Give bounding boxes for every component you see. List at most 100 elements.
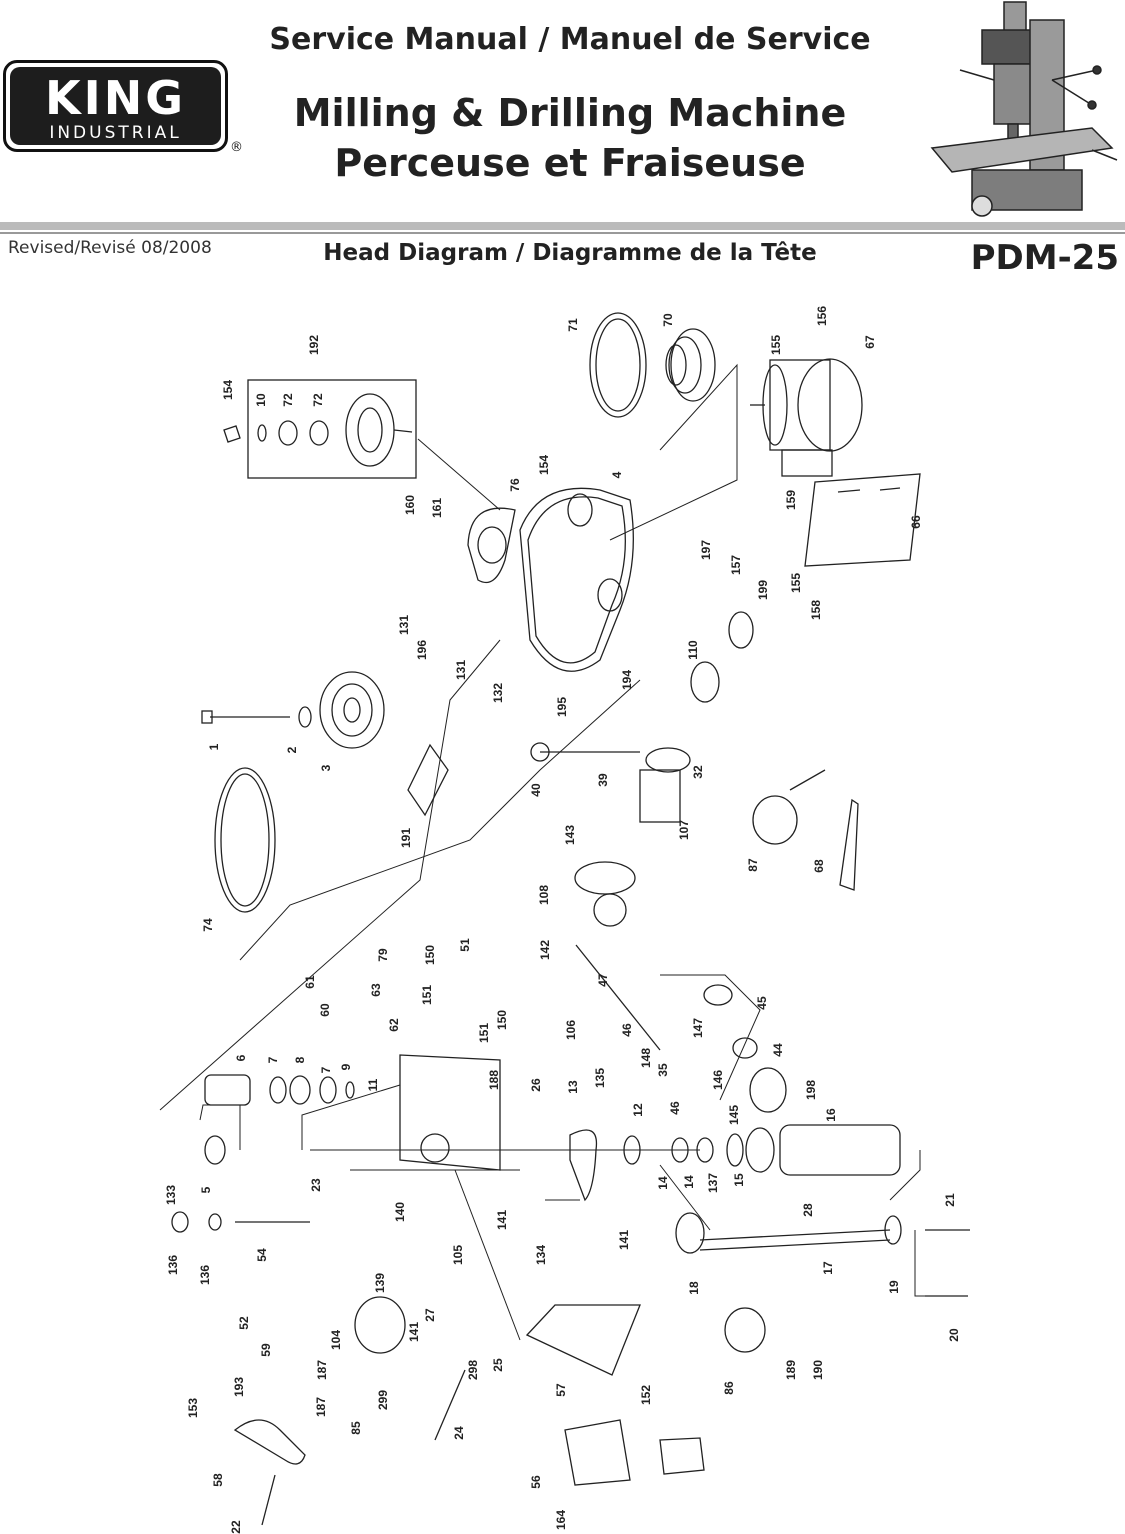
part-label: 154 — [221, 380, 235, 400]
part-label: 58 — [211, 1473, 225, 1487]
part-label: 74 — [201, 918, 215, 932]
part-label: 187 — [315, 1360, 329, 1380]
part-label: 198 — [804, 1080, 818, 1100]
part-label: 16 — [824, 1108, 838, 1122]
part-label: 68 — [812, 859, 826, 873]
king-industrial-logo: KING INDUSTRIAL — [3, 60, 228, 152]
part-label: 131 — [454, 660, 468, 680]
part-label: 21 — [943, 1193, 957, 1207]
part-label: 147 — [691, 1018, 705, 1038]
part-label: 1 — [207, 743, 221, 750]
part-label: 20 — [947, 1328, 961, 1342]
part-label: 155 — [789, 573, 803, 593]
part-label: 25 — [491, 1358, 505, 1372]
part-label: 136 — [198, 1265, 212, 1285]
part-label: 136 — [166, 1255, 180, 1275]
part-label: 7 — [266, 1056, 280, 1063]
part-label: 133 — [164, 1185, 178, 1205]
part-label: 141 — [407, 1322, 421, 1342]
part-label: 150 — [495, 1010, 509, 1030]
head-exploded-diagram: 1541072721927170156155677615441601611591… — [159, 306, 970, 1534]
part-label: 79 — [376, 948, 390, 962]
part-label: 46 — [668, 1101, 682, 1115]
part-label: 190 — [811, 1360, 825, 1380]
part-label: 27 — [423, 1308, 437, 1322]
part-label: 22 — [229, 1520, 243, 1534]
part-label: 108 — [537, 885, 551, 905]
part-label: 137 — [706, 1173, 720, 1193]
part-label: 132 — [491, 683, 505, 703]
title-line-1: Milling & Drilling Machine — [293, 91, 847, 135]
part-label: 150 — [423, 945, 437, 965]
part-label: 85 — [349, 1421, 363, 1435]
part-label: 192 — [307, 335, 321, 355]
title-line-2: Perceuse et Fraiseuse — [334, 141, 806, 185]
logo-plate: KING INDUSTRIAL — [10, 67, 221, 145]
part-label: 45 — [755, 996, 769, 1010]
part-label: 67 — [863, 335, 877, 349]
part-label: 146 — [711, 1070, 725, 1090]
part-label: 59 — [259, 1343, 273, 1357]
part-label: 299 — [376, 1390, 390, 1410]
parts-artwork — [171, 312, 970, 1526]
part-label: 26 — [529, 1078, 543, 1092]
part-label: 156 — [815, 306, 829, 326]
part-label: 54 — [255, 1248, 269, 1262]
part-label: 107 — [677, 820, 691, 840]
part-label: 62 — [387, 1018, 401, 1032]
header-rule — [0, 222, 1125, 230]
part-label: 193 — [232, 1377, 246, 1397]
part-label: 131 — [397, 615, 411, 635]
part-label: 195 — [555, 697, 569, 717]
part-label: 18 — [687, 1281, 701, 1295]
part-label: 135 — [593, 1068, 607, 1088]
part-label: 60 — [318, 1003, 332, 1017]
part-label: 160 — [403, 495, 417, 515]
part-label: 3 — [319, 764, 333, 771]
part-label: 194 — [620, 670, 634, 690]
part-label: 158 — [809, 600, 823, 620]
part-label: 56 — [529, 1475, 543, 1489]
part-label: 70 — [661, 313, 675, 327]
part-label: 52 — [237, 1316, 251, 1330]
part-label: 148 — [639, 1048, 653, 1068]
part-label: 17 — [821, 1261, 835, 1275]
part-label: 157 — [729, 555, 743, 575]
model-number: PDM-25 — [970, 238, 1119, 278]
header-rule-thin — [0, 232, 1125, 234]
machine-title: Milling & Drilling Machine Perceuse et F… — [260, 88, 880, 188]
logo-brand: KING — [44, 71, 186, 125]
part-label: 298 — [466, 1360, 480, 1380]
part-label: 151 — [420, 985, 434, 1005]
part-label: 63 — [369, 983, 383, 997]
part-label: 164 — [554, 1510, 568, 1530]
part-label: 188 — [487, 1070, 501, 1090]
part-label: 159 — [784, 490, 798, 510]
part-label: 145 — [727, 1105, 741, 1125]
part-label: 32 — [691, 765, 705, 779]
part-label: 12 — [631, 1103, 645, 1117]
part-label: 39 — [596, 773, 610, 787]
part-label: 191 — [399, 828, 413, 848]
logo-subtitle: INDUSTRIAL — [49, 123, 182, 143]
part-label: 189 — [784, 1360, 798, 1380]
part-label: 11 — [366, 1078, 380, 1091]
part-label: 61 — [303, 975, 317, 989]
part-label: 110 — [686, 640, 700, 660]
part-label: 9 — [339, 1063, 353, 1070]
part-label: 72 — [281, 393, 295, 407]
part-label: 35 — [656, 1063, 670, 1077]
part-label: 151 — [477, 1023, 491, 1043]
registered-mark: ® — [230, 140, 243, 155]
part-label: 161 — [430, 498, 444, 518]
part-label: 10 — [254, 393, 268, 407]
part-label: 140 — [393, 1202, 407, 1222]
part-label: 28 — [801, 1203, 815, 1217]
part-label: 19 — [887, 1280, 901, 1294]
diagram-heading: Head Diagram / Diagramme de la Tête — [323, 240, 817, 266]
part-label: 14 — [682, 1175, 696, 1189]
part-label: 197 — [699, 540, 713, 560]
part-label: 5 — [199, 1186, 213, 1193]
part-label: 14 — [656, 1176, 670, 1190]
machine-illustration — [930, 1, 1118, 217]
